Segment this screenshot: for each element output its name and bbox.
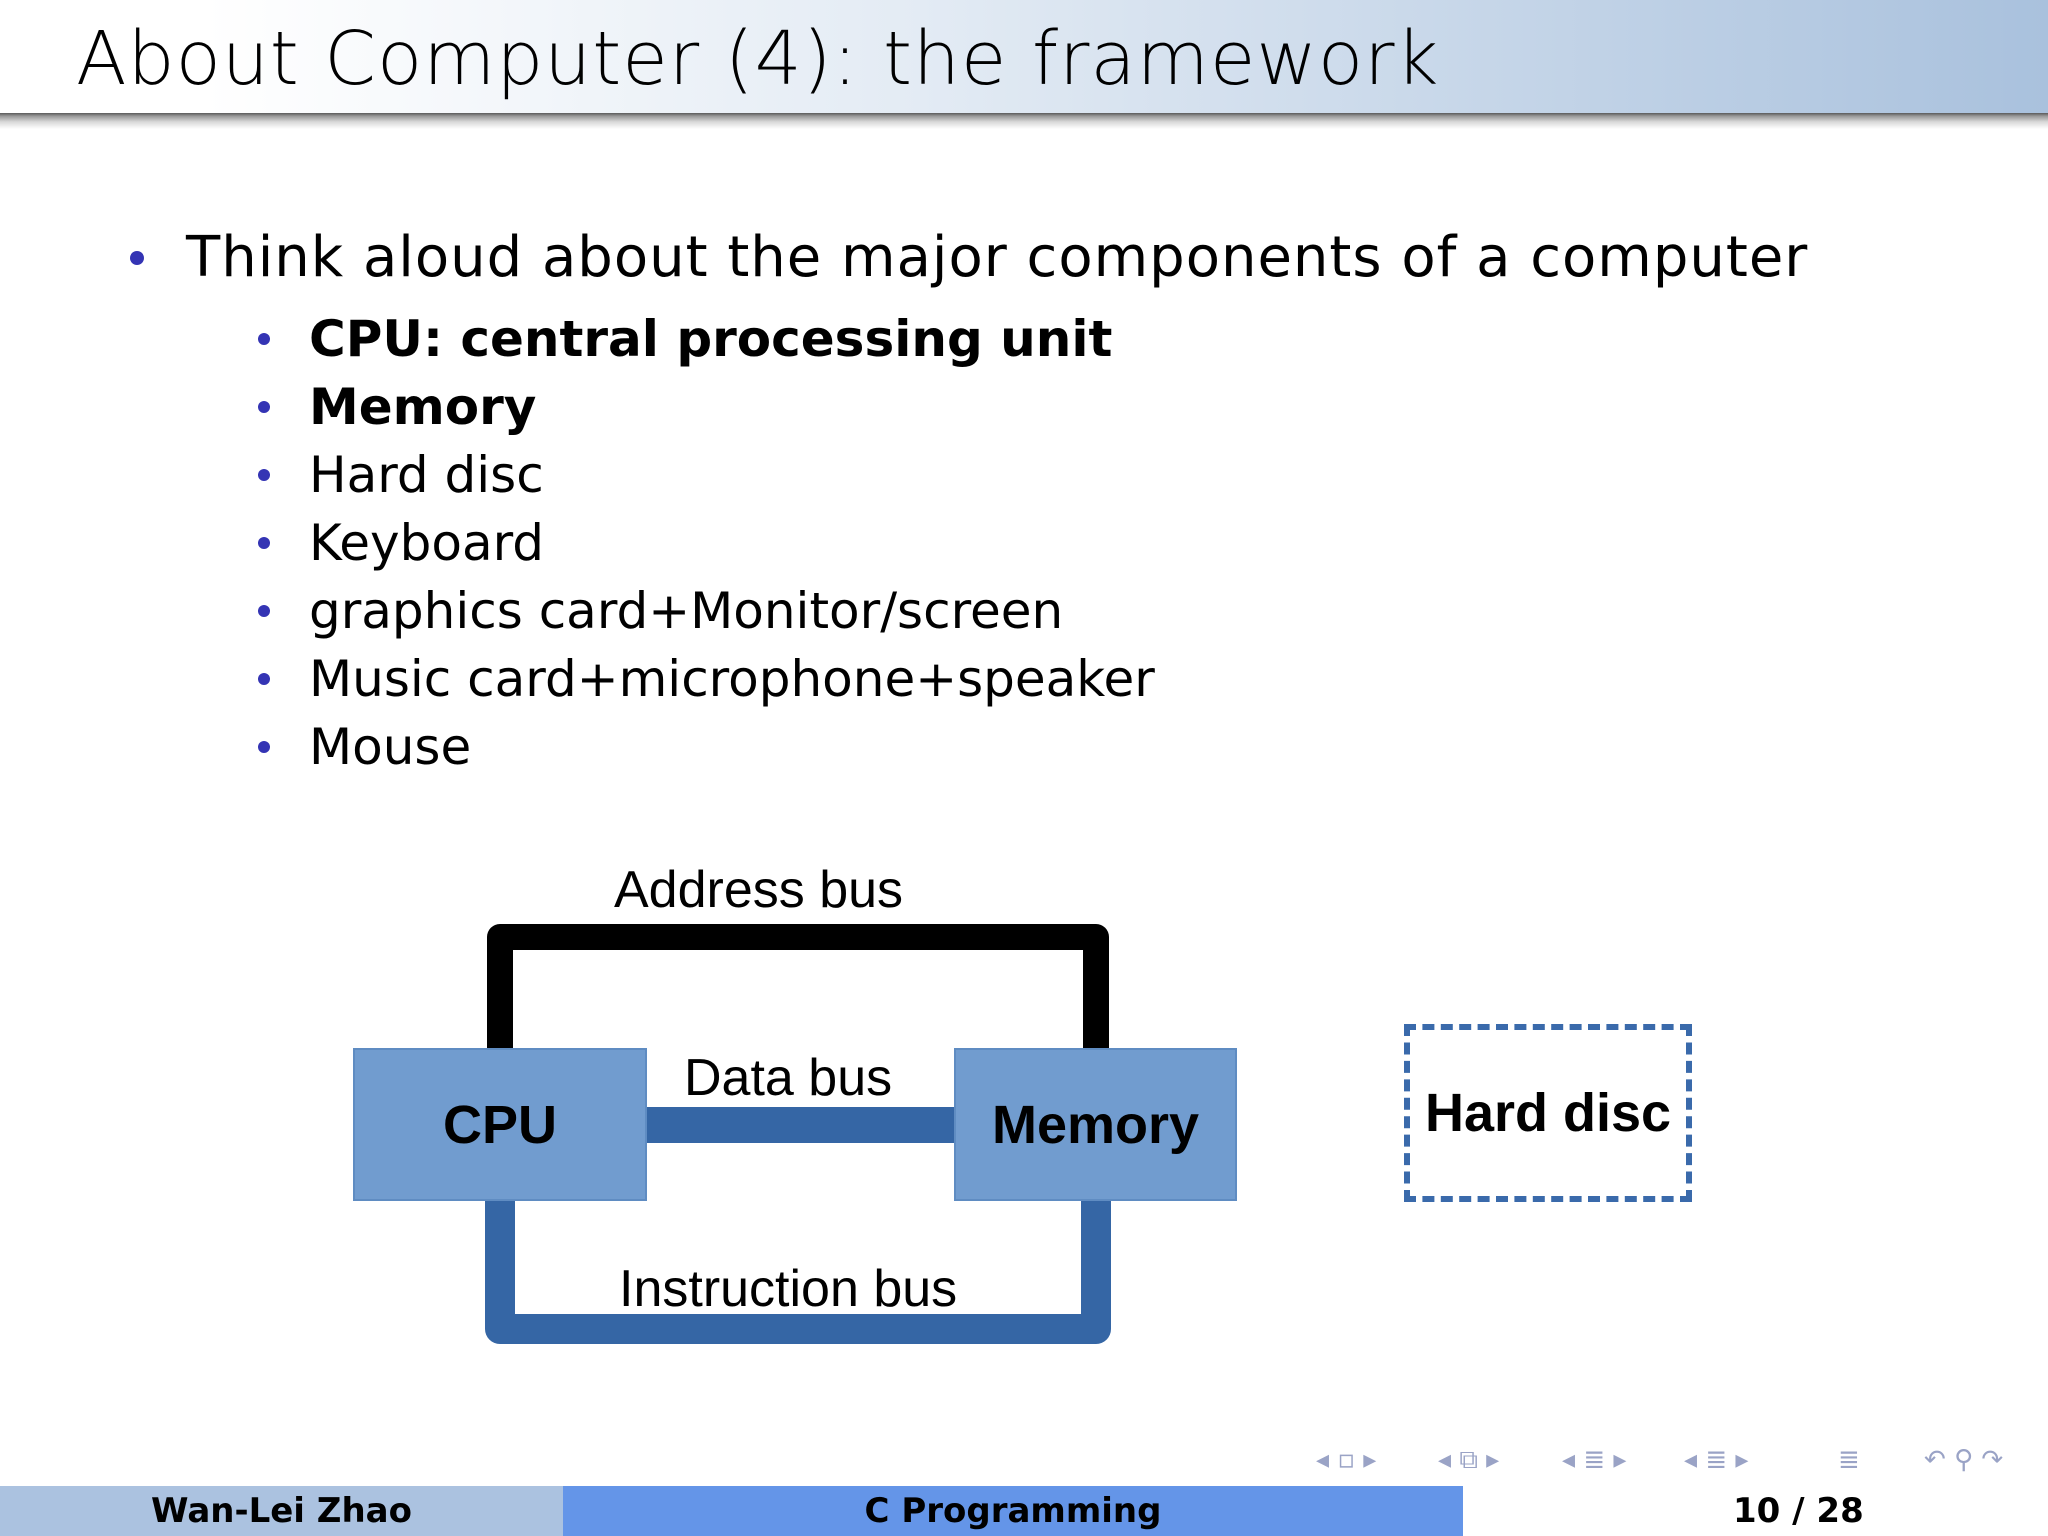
nav-right-icon[interactable]: ▸ bbox=[1613, 1445, 1627, 1475]
cpu-label: CPU bbox=[442, 1094, 557, 1155]
hard-disc-box: Hard disc bbox=[1404, 1024, 1692, 1202]
main-bullet-text: Think aloud about the major components o… bbox=[186, 225, 1809, 290]
nav-right-icon[interactable]: ▸ bbox=[1735, 1445, 1749, 1475]
bullet-dot bbox=[130, 251, 144, 265]
footer-page-box: 10 / 28 bbox=[1463, 1486, 2048, 1536]
sub-bullet-dot bbox=[258, 605, 270, 617]
sub-bullet-hard-disc: Hard disc bbox=[309, 446, 544, 504]
hard-disc-label: Hard disc bbox=[1424, 1083, 1672, 1143]
undo-icon[interactable]: ↶ bbox=[1924, 1445, 1946, 1475]
document-icon[interactable]: ≣ bbox=[1705, 1445, 1728, 1475]
nav-left-icon[interactable]: ◂ bbox=[1316, 1445, 1330, 1475]
search-icon[interactable]: ⚲ bbox=[1954, 1445, 1974, 1475]
sub-bullet-mouse: Mouse bbox=[309, 718, 472, 776]
appendix-icon[interactable]: ≣ bbox=[1838, 1445, 1860, 1475]
title-bar-shadow bbox=[0, 113, 2048, 129]
footer-author: Wan-Lei Zhao bbox=[0, 1486, 563, 1536]
nav-section[interactable]: ◂ ≣ ▸ bbox=[1562, 1440, 1626, 1480]
sub-bullet-dot bbox=[258, 741, 270, 753]
memory-box: Memory bbox=[954, 1048, 1237, 1201]
title-bar bbox=[0, 0, 2048, 115]
footer-course: C Programming bbox=[563, 1486, 1463, 1536]
address-bus-line bbox=[487, 924, 1109, 1050]
nav-right-icon[interactable]: ▸ bbox=[1363, 1445, 1377, 1475]
section-icon[interactable]: ≣ bbox=[1583, 1445, 1606, 1475]
nav-document[interactable]: ◂ ≣ ▸ bbox=[1684, 1440, 1748, 1480]
sub-bullet-dot bbox=[258, 673, 270, 685]
nav-right-icon[interactable]: ▸ bbox=[1486, 1445, 1500, 1475]
memory-label: Memory bbox=[991, 1094, 1200, 1155]
nav-appendix[interactable]: ≣ bbox=[1838, 1440, 1860, 1480]
cpu-box: CPU bbox=[353, 1048, 647, 1201]
nav-left-icon[interactable]: ◂ bbox=[1684, 1445, 1698, 1475]
sub-bullet-music: Music card+microphone+speaker bbox=[309, 650, 1155, 708]
data-bus-line bbox=[646, 1107, 956, 1143]
nav-left-icon[interactable]: ◂ bbox=[1438, 1445, 1452, 1475]
instruction-bus-label: Instruction bus bbox=[619, 1260, 958, 1318]
sub-bullet-dot bbox=[258, 401, 270, 413]
sub-bullet-keyboard: Keyboard bbox=[309, 514, 545, 572]
sub-bullet-graphics: graphics card+Monitor/screen bbox=[309, 582, 1064, 640]
sub-bullet-cpu: CPU: central processing unit bbox=[309, 310, 1113, 368]
sub-bullet-dot bbox=[258, 469, 270, 481]
frame-icon[interactable]: ▫ bbox=[1337, 1445, 1355, 1475]
redo-icon[interactable]: ↷ bbox=[1981, 1445, 2004, 1475]
nav-search[interactable]: ↶ ⚲ ↷ bbox=[1924, 1440, 2003, 1480]
data-bus-label: Data bus bbox=[684, 1049, 893, 1107]
slide-title: About Computer (4): the framework bbox=[76, 16, 1440, 102]
sub-bullet-dot bbox=[258, 537, 270, 549]
instruction-bus-line bbox=[485, 1195, 1111, 1344]
nav-subsection[interactable]: ◂ ⧉ ▸ bbox=[1438, 1440, 1499, 1480]
sub-bullet-dot bbox=[258, 333, 270, 345]
nav-frame[interactable]: ◂ ▫ ▸ bbox=[1316, 1440, 1376, 1480]
footer-page-number: 10 / 28 bbox=[1733, 1491, 1864, 1531]
address-bus-label: Address bus bbox=[614, 861, 904, 919]
nav-left-icon[interactable]: ◂ bbox=[1562, 1445, 1576, 1475]
sub-bullet-memory: Memory bbox=[309, 378, 537, 436]
subsection-icon[interactable]: ⧉ bbox=[1459, 1445, 1478, 1475]
